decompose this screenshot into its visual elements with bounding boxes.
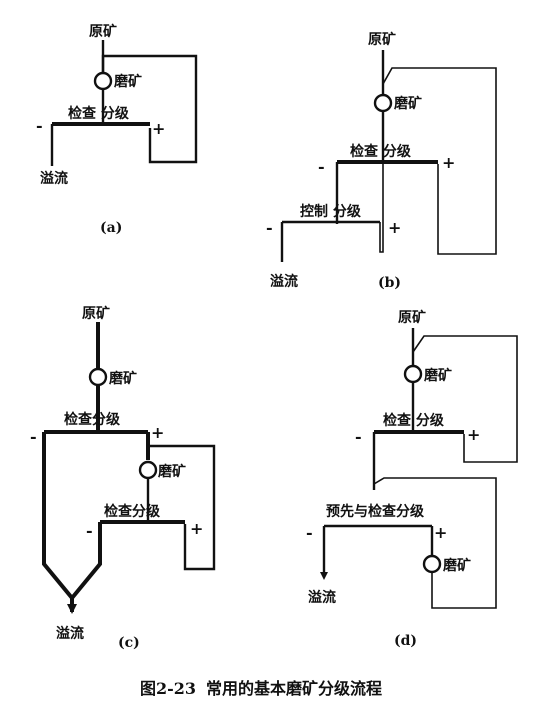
grinding-mill-icon: [422, 554, 442, 574]
overflow-label: 溢流: [308, 589, 336, 606]
grinding-mill-icon: [138, 460, 158, 480]
panel-a-label: (a): [100, 220, 122, 236]
overflow-arrow-icon: [320, 572, 328, 580]
grinding-label: 磨矿: [114, 73, 142, 90]
grinding-label: 磨矿: [424, 367, 452, 384]
grinding-label: 磨矿: [443, 557, 471, 574]
plus-sign: +: [388, 218, 401, 237]
minus-sign: -: [36, 116, 43, 135]
minus-sign: -: [266, 218, 273, 237]
control-classifier-label: 控制 分级: [300, 203, 362, 220]
classifier-label: 检查 分级: [68, 105, 130, 122]
panel-d: 原矿 磨矿 检查 分级 - + 预先与检查分级 - + 磨矿 溢流 (d): [306, 309, 518, 649]
mill-feed-return-line: [373, 477, 497, 609]
minus-sign: -: [86, 521, 93, 540]
first-classifier-label: 检查分级: [64, 411, 121, 428]
panel-c: 原矿 磨矿 检查分级 - + 磨矿 检查分级 - + 溢流 (c): [30, 305, 216, 651]
overflow-label: 溢流: [40, 170, 68, 187]
minus-sign: -: [306, 523, 313, 542]
plus-sign: +: [151, 423, 164, 442]
control-sand-line: [379, 160, 384, 253]
grinding-mill-icon: [403, 364, 423, 384]
panel-d-label: (d): [394, 633, 417, 649]
raw-ore-label: 原矿: [89, 23, 117, 40]
grinding-mill-icon: [88, 367, 108, 387]
plus-sign: +: [467, 425, 480, 444]
sand-return-line: [101, 54, 198, 164]
check-classifier-label: 检查 分级: [350, 143, 412, 160]
grinding-label: 磨矿: [394, 95, 422, 112]
minus-sign: -: [355, 427, 362, 446]
plus-sign: +: [152, 119, 165, 138]
grinding-label: 磨矿: [158, 463, 186, 480]
overflow-label: 溢流: [270, 273, 298, 290]
second-overflow-line: [70, 522, 102, 600]
sand-return-line: [412, 335, 518, 463]
raw-ore-label: 原矿: [82, 305, 110, 322]
second-sand-return-line: [146, 444, 216, 571]
plus-sign: +: [442, 153, 455, 172]
plus-sign: +: [190, 519, 203, 538]
figure-caption: 图2-23 常用的基本磨矿分级流程: [140, 679, 382, 698]
first-overflow-line: [42, 432, 74, 612]
overflow-arrow-icon: [67, 604, 77, 614]
control-sand-return-line: [382, 67, 497, 255]
second-classifier-label: 检查分级: [104, 503, 161, 520]
minus-sign: -: [30, 427, 37, 446]
panel-c-label: (c): [118, 635, 140, 651]
overflow-label: 溢流: [56, 625, 84, 642]
minus-sign: -: [318, 157, 325, 176]
grinding-label: 磨矿: [109, 370, 137, 387]
grinding-mill-icon: [93, 71, 113, 91]
grinding-mill-icon: [373, 93, 393, 113]
panel-b: 原矿 磨矿 检查 分级 - + 控制 分级 - + 溢流 (b): [266, 31, 497, 291]
panel-a: 原矿 磨矿 检查 分级 - + 溢流 (a): [36, 23, 198, 236]
raw-ore-label: 原矿: [368, 31, 396, 48]
figure-title: 常用的基本磨矿分级流程: [206, 679, 382, 698]
pre-classifier-label: 预先与检查分级: [326, 503, 425, 520]
raw-ore-label: 原矿: [398, 309, 426, 326]
panel-b-label: (b): [378, 275, 401, 291]
check-classifier-label: 检查 分级: [383, 412, 445, 429]
figure-number: 图2-23: [140, 679, 196, 698]
plus-sign: +: [434, 523, 447, 542]
